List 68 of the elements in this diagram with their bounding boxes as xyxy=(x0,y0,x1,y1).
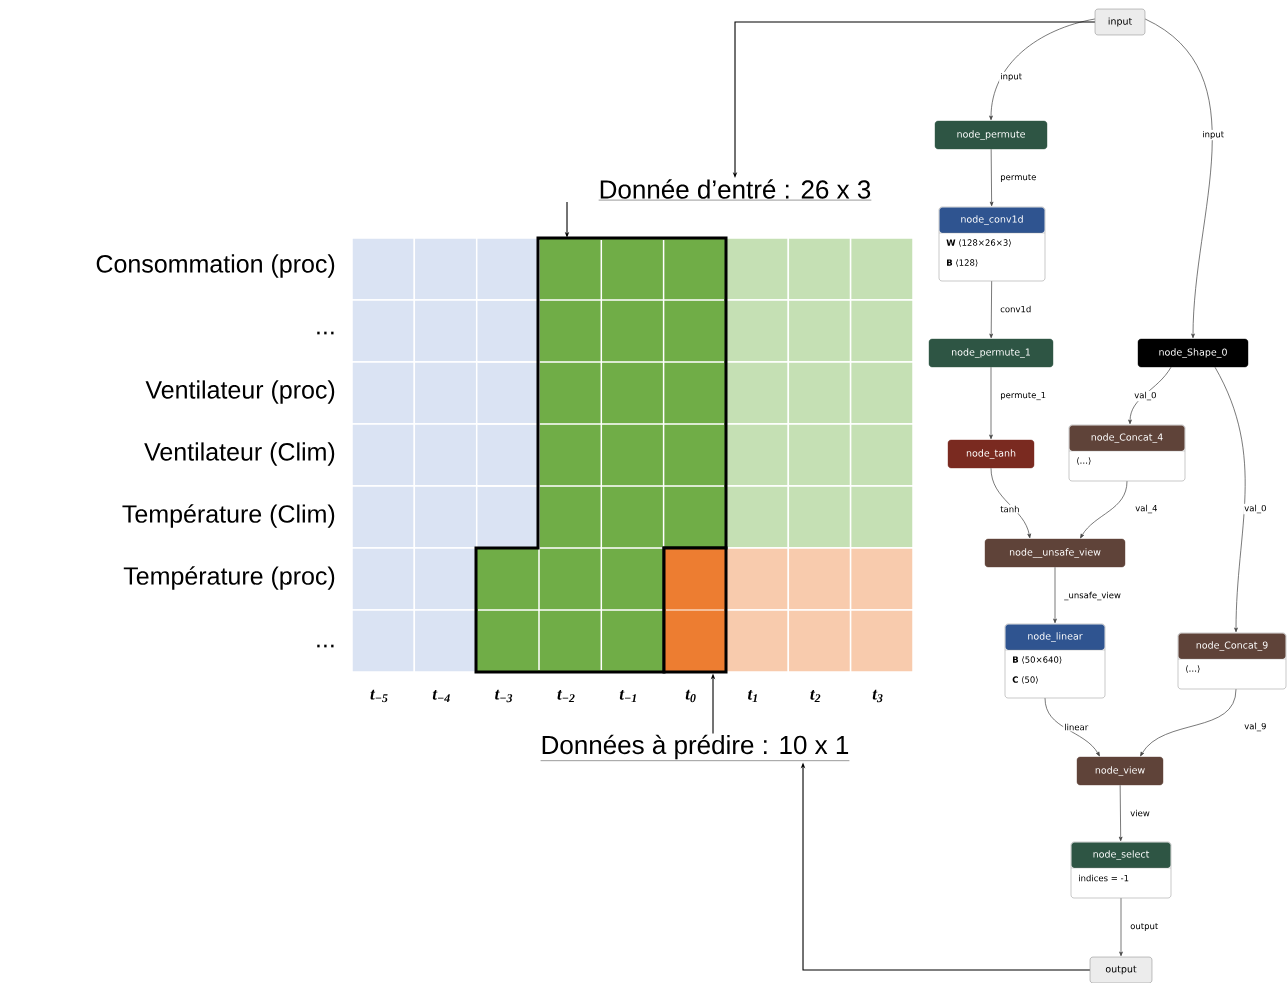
arrow xyxy=(989,280,993,339)
edge-label: input xyxy=(1201,129,1226,141)
edge-label: permute xyxy=(999,173,1038,183)
time-label: t$_{2}$ xyxy=(810,689,821,703)
arrow xyxy=(1128,366,1172,425)
input-window xyxy=(474,236,728,674)
arrow xyxy=(1140,688,1237,757)
operator-box: input xyxy=(1094,8,1146,36)
parameter-text: B ⟨128⟩ xyxy=(947,259,978,267)
arrow xyxy=(1080,480,1128,539)
edge-label: input xyxy=(999,71,1024,83)
card-title: node_linear xyxy=(1028,632,1083,642)
row-label: Température (proc) xyxy=(123,566,335,590)
parameter-text: C ⟨50⟩ xyxy=(1012,676,1038,684)
edge-label: output xyxy=(1129,922,1160,932)
time-label: t$_{0}$ xyxy=(685,689,696,703)
card-title: node_conv1d xyxy=(961,215,1023,225)
operator-box: node_view xyxy=(1076,756,1164,786)
arrow xyxy=(1214,366,1246,633)
time-label: t$_{−4}$ xyxy=(432,689,450,703)
annotation-title: Donnée d’entré : 26 x 3 xyxy=(598,179,872,201)
annotation-title: Données à prédire : 10 x 1 xyxy=(540,734,850,761)
edge-label: permute_1 xyxy=(999,390,1048,402)
edge-label: val_0 xyxy=(1133,390,1158,402)
parameter-text: ⟨…⟩ xyxy=(1076,457,1091,465)
row-label: Température (Clim) xyxy=(122,504,335,528)
parameter-text: ⟨…⟩ xyxy=(1185,665,1200,673)
operator-box: node_tanh xyxy=(947,439,1035,469)
card-title: node_Concat_9 xyxy=(1196,641,1268,651)
time-label: t$_{−2}$ xyxy=(557,689,575,703)
row-label: ... xyxy=(317,331,334,335)
edge-label: conv1d xyxy=(999,304,1033,314)
time-label: t$_{−3}$ xyxy=(495,689,513,703)
edge-label: val_0 xyxy=(1243,503,1268,515)
row-label: Consommation (proc) xyxy=(96,254,335,278)
edge-label: tanh xyxy=(999,504,1021,514)
parameter-text: B ⟨50×640⟩ xyxy=(1013,656,1062,664)
operator-box: node_Shape_0 xyxy=(1137,338,1249,368)
parameter-text: W ⟨128×26×3⟩ xyxy=(946,239,1011,247)
arrow xyxy=(989,366,993,440)
arrow xyxy=(989,18,1096,121)
edge-label: view xyxy=(1129,808,1151,818)
operator-box: node_permute xyxy=(934,120,1048,150)
edge-label: linear xyxy=(1063,722,1090,732)
time-label: t$_{1}$ xyxy=(748,689,757,703)
edge-label: val_4 xyxy=(1134,503,1159,515)
arrow xyxy=(1053,566,1057,624)
arrow xyxy=(1044,697,1100,757)
card-title: node_Concat_4 xyxy=(1091,433,1163,443)
card-title: node_select xyxy=(1093,850,1150,860)
arrow xyxy=(990,467,1031,539)
arrow xyxy=(1144,18,1213,339)
row-label: Ventilateur (proc) xyxy=(145,380,335,404)
time-label: t$_{3}$ xyxy=(872,689,883,703)
operator-box: node_permute_1 xyxy=(928,338,1054,368)
edge-label: val_9 xyxy=(1243,721,1268,733)
row-label: ... xyxy=(317,644,334,648)
operator-box: output xyxy=(1089,956,1153,983)
arrow xyxy=(1118,784,1123,842)
time-label: t$_{−1}$ xyxy=(619,689,636,703)
arrow xyxy=(989,148,994,207)
parameter-text: indices = -1 xyxy=(1079,874,1129,882)
operator-box: node__unsafe_view xyxy=(984,538,1126,568)
arrow xyxy=(1119,897,1123,957)
time-label: t$_{−5}$ xyxy=(370,689,388,703)
row-label: Ventilateur (Clim) xyxy=(144,442,335,466)
edge-label: _unsafe_view xyxy=(1063,590,1122,602)
target-cell xyxy=(662,546,728,674)
